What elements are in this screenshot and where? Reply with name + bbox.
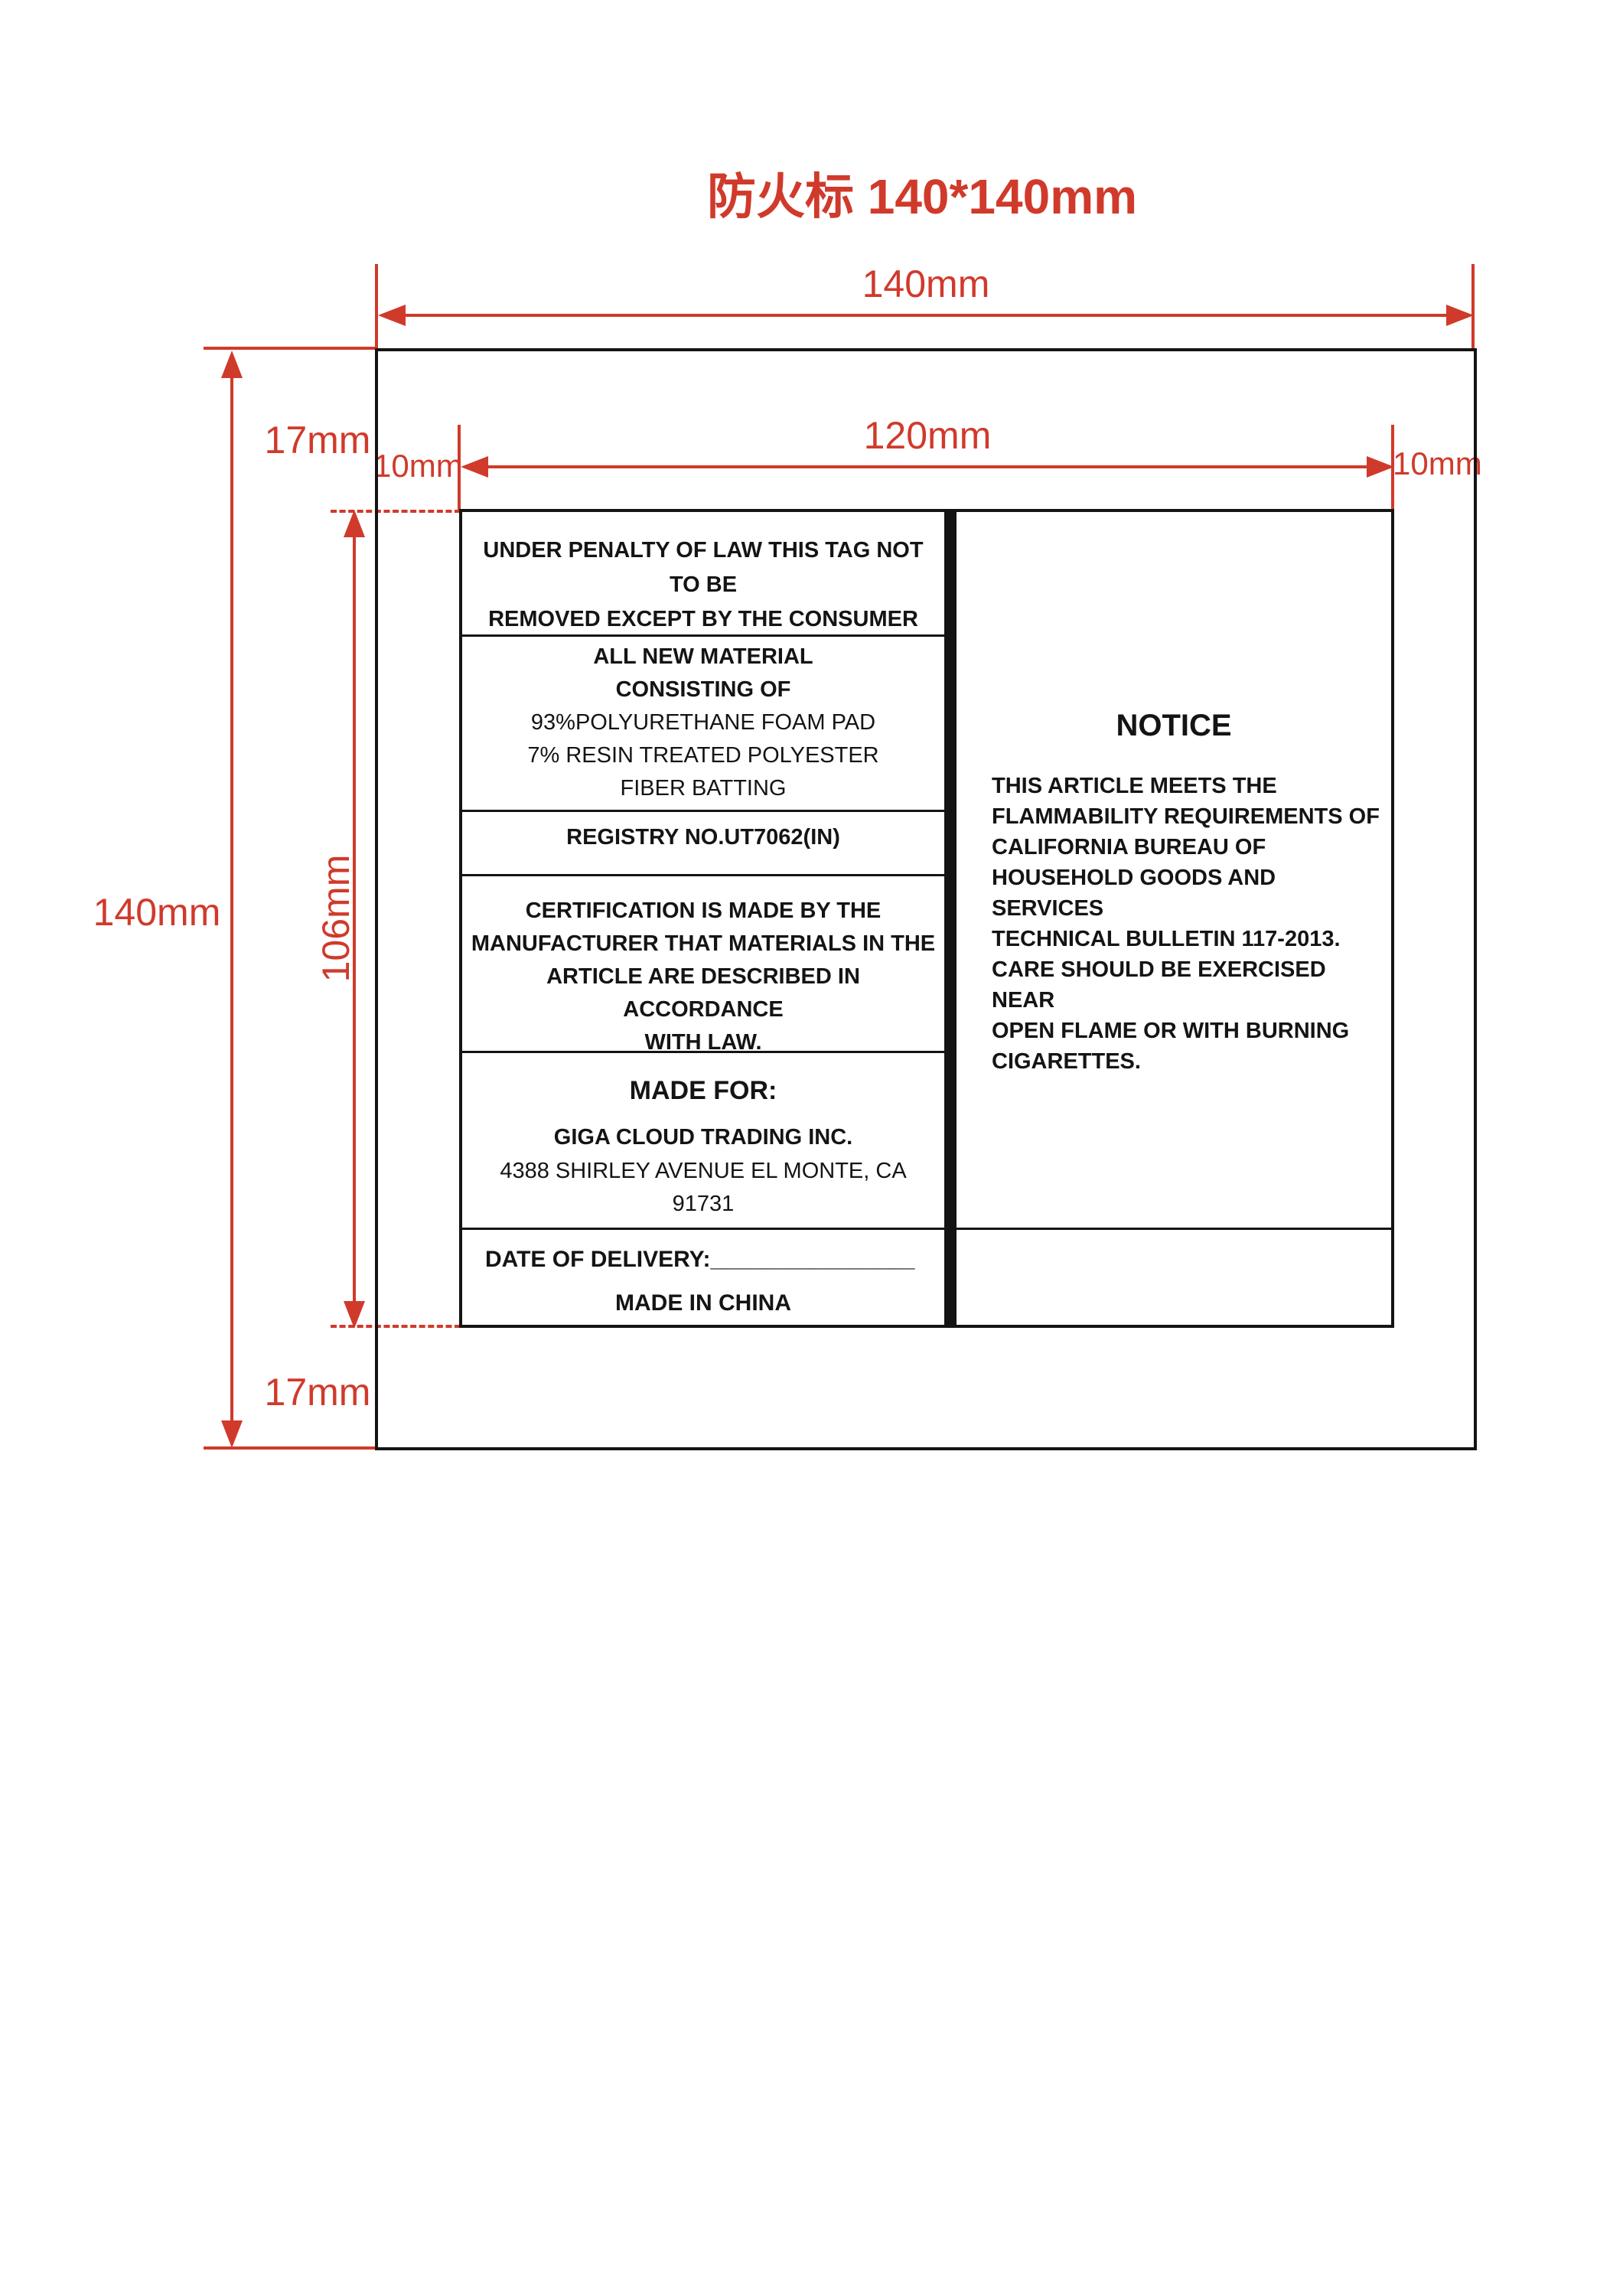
column-divider — [944, 512, 957, 1325]
right-arrowhead-icon — [1446, 305, 1474, 326]
notice-body: THIS ARTICLE MEETS THE FLAMMABILITY REQU… — [992, 774, 1380, 1074]
made-in-china: MADE IN CHINA — [615, 1290, 791, 1316]
page-title: 防火标 140*140mm — [706, 169, 1138, 224]
dimension-line — [230, 357, 233, 1442]
dim-left-margin-label: 10mm — [373, 448, 463, 484]
row-divider-right — [957, 1228, 1391, 1230]
dimension-line — [384, 314, 1468, 317]
certification-text: CERTIFICATION IS MADE BY THE MANUFACTURE… — [471, 899, 936, 1055]
inner-label-box: UNDER PENALTY OF LAW THIS TAG NOT TO BE … — [459, 509, 1394, 1328]
dim-outer-width-arrow — [378, 304, 1474, 327]
extension-line-bottom-left — [204, 1446, 376, 1450]
dim-inner-height-label: 106mm — [314, 854, 357, 983]
row-divider — [462, 1051, 944, 1053]
row-divider — [462, 634, 944, 637]
dim-outer-height-label: 140mm — [93, 891, 221, 934]
dim-bottom-margin-label: 17mm — [264, 1371, 371, 1414]
outer-label-outline — [375, 348, 1477, 1450]
materials-body: 93%POLYURETHANE FOAM PAD 7% RESIN TREATE… — [527, 710, 879, 801]
registry-number: REGISTRY NO.UT7062(IN) — [566, 825, 840, 850]
dim-outer-width-label: 140mm — [862, 263, 990, 305]
made-for-heading: MADE FOR: — [629, 1076, 777, 1105]
company-name: GIGA CLOUD TRADING INC. — [553, 1125, 853, 1150]
dim-top-margin-label: 17mm — [264, 419, 371, 461]
row-divider — [462, 1228, 944, 1230]
materials-heading: ALL NEW MATERIAL CONSISTING OF — [593, 644, 813, 702]
law-tag-text: UNDER PENALTY OF LAW THIS TAG NOT TO BE … — [483, 538, 924, 631]
dimension-line — [353, 516, 356, 1322]
extension-line-top-left — [204, 347, 376, 350]
bottom-arrowhead-icon — [221, 1420, 243, 1448]
dim-outer-height-arrow — [220, 351, 243, 1448]
dimension-line — [467, 465, 1388, 468]
dim-inner-height-arrow — [343, 510, 366, 1329]
dim-tick-top-left — [375, 264, 378, 350]
right-arrowhead-icon — [1367, 456, 1394, 478]
company-address: 4388 SHIRLEY AVENUE EL MONTE, CA 91731 — [500, 1159, 907, 1216]
row-divider — [462, 810, 944, 812]
notice-title: NOTICE — [1116, 709, 1232, 742]
row-divider — [462, 874, 944, 876]
dashed-extension-top — [331, 510, 461, 513]
dashed-extension-bottom — [331, 1325, 461, 1328]
dim-right-margin-label: 10mm — [1393, 445, 1482, 481]
delivery-date-line: DATE OF DELIVERY:________________ — [485, 1247, 915, 1272]
dim-inner-width-label: 120mm — [863, 414, 992, 457]
dim-inner-width-arrow — [461, 455, 1394, 478]
bottom-arrowhead-icon — [344, 1301, 365, 1329]
dim-tick-inner-left — [458, 425, 461, 510]
